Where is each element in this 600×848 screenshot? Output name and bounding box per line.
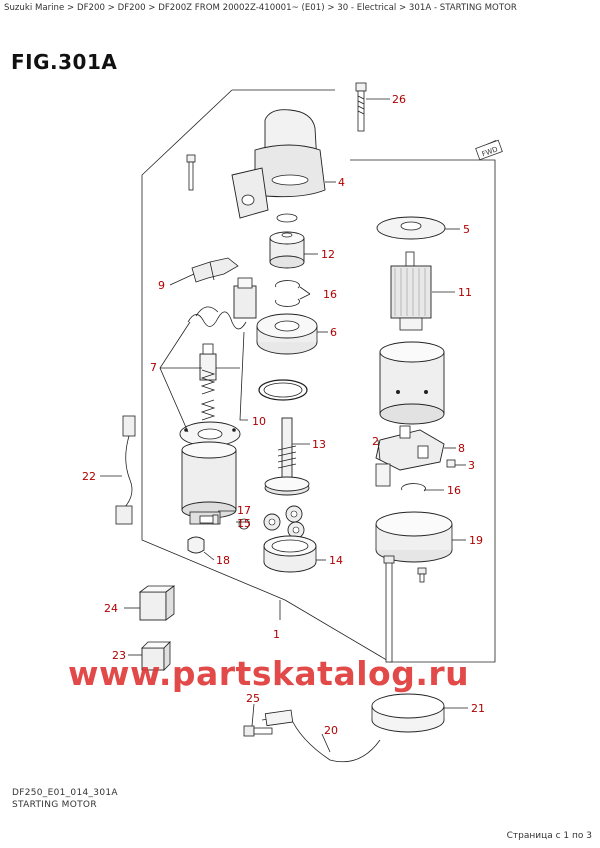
part-brush[interactable]: [199, 343, 217, 381]
callout-17[interactable]: 17: [237, 504, 251, 517]
part-bolt-17[interactable]: [199, 514, 219, 525]
figure-title: FIG.301A: [11, 50, 118, 74]
part-bolt-left[interactable]: [186, 154, 196, 191]
part-plate-5[interactable]: [376, 216, 446, 240]
callout-25[interactable]: 25: [246, 692, 260, 705]
part-internal-gear-14[interactable]: [263, 535, 317, 573]
figure-caption: STARTING MOTOR: [12, 800, 97, 810]
part-circlip-16-lower[interactable]: [401, 483, 426, 492]
part-brush-spring[interactable]: [200, 369, 216, 421]
part-brush-holder-8[interactable]: [375, 425, 445, 471]
part-circlip-16-upper[interactable]: [275, 280, 300, 307]
callout-23[interactable]: 23: [112, 649, 126, 662]
callout-3[interactable]: 3: [468, 459, 475, 472]
part-shaft-13[interactable]: [264, 417, 310, 496]
part-brush-2[interactable]: [375, 463, 391, 487]
leader-lines: [100, 98, 468, 753]
callout-20[interactable]: 20: [324, 724, 338, 737]
part-washer[interactable]: [238, 518, 250, 530]
watermark-text: www.partskatalog.ru: [68, 654, 470, 693]
part-strap-20[interactable]: [261, 709, 381, 763]
callout-11[interactable]: 11: [458, 286, 472, 299]
part-relay-24[interactable]: [138, 585, 176, 621]
part-brush-plate[interactable]: [233, 277, 257, 319]
part-pinion-12[interactable]: [269, 213, 305, 269]
callout-16-upper[interactable]: 16: [323, 288, 337, 301]
callout-9[interactable]: 9: [158, 279, 165, 292]
part-yoke-right[interactable]: [379, 341, 445, 425]
callout-24[interactable]: 24: [104, 602, 118, 615]
callout-12[interactable]: 12: [321, 248, 335, 261]
part-gear-6[interactable]: [256, 313, 318, 355]
callout-18[interactable]: 18: [216, 554, 230, 567]
page-info: Страница с 1 по 3: [506, 831, 592, 841]
part-planet-gears-15[interactable]: [263, 505, 305, 539]
part-gasket[interactable]: [258, 379, 308, 401]
callout-4[interactable]: 4: [338, 176, 345, 189]
part-bolt-25[interactable]: [243, 725, 273, 737]
part-clip-9[interactable]: [191, 257, 239, 283]
callout-16-lower[interactable]: 16: [447, 484, 461, 497]
callout-14[interactable]: 14: [329, 554, 343, 567]
part-small-screw[interactable]: [417, 567, 427, 583]
callout-10[interactable]: 10: [252, 415, 266, 428]
part-lead-wire-22[interactable]: [115, 415, 136, 525]
callout-7[interactable]: 7: [150, 361, 157, 374]
callout-8[interactable]: 8: [458, 442, 465, 455]
fwd-arrow-icon: FWD: [475, 139, 503, 161]
callout-6[interactable]: 6: [330, 326, 337, 339]
assembly-frame: [141, 89, 496, 663]
part-brush-spring-7[interactable]: [187, 306, 247, 330]
callout-1[interactable]: 1: [273, 628, 280, 641]
callout-2[interactable]: 2: [372, 435, 379, 448]
callout-22[interactable]: 22: [82, 470, 96, 483]
callout-19[interactable]: 19: [469, 534, 483, 547]
part-solenoid-housing-4[interactable]: [231, 109, 326, 219]
callout-labels: 1 2 3 4 5 6 7 8 9 10 11 12 13 14 15 16 1…: [82, 93, 485, 737]
part-bolt-26[interactable]: [355, 82, 367, 132]
callout-26[interactable]: 26: [392, 93, 406, 106]
callout-15[interactable]: 15: [237, 517, 251, 530]
part-relay-23[interactable]: [141, 641, 171, 671]
part-through-bolt[interactable]: [383, 555, 395, 663]
part-band-21[interactable]: [371, 693, 445, 733]
breadcrumb: Suzuki Marine > DF200 > DF200 > DF200Z F…: [4, 3, 517, 13]
part-armature-11[interactable]: [390, 251, 432, 331]
callout-21[interactable]: 21: [471, 702, 485, 715]
part-clip-18[interactable]: [187, 536, 205, 554]
part-screw-3[interactable]: [446, 459, 456, 468]
callout-5[interactable]: 5: [463, 223, 470, 236]
figure-code: DF250_E01_014_301A: [12, 788, 118, 798]
part-rear-cover-19[interactable]: [375, 511, 453, 563]
part-yoke[interactable]: [181, 441, 237, 525]
callout-13[interactable]: 13: [312, 438, 326, 451]
